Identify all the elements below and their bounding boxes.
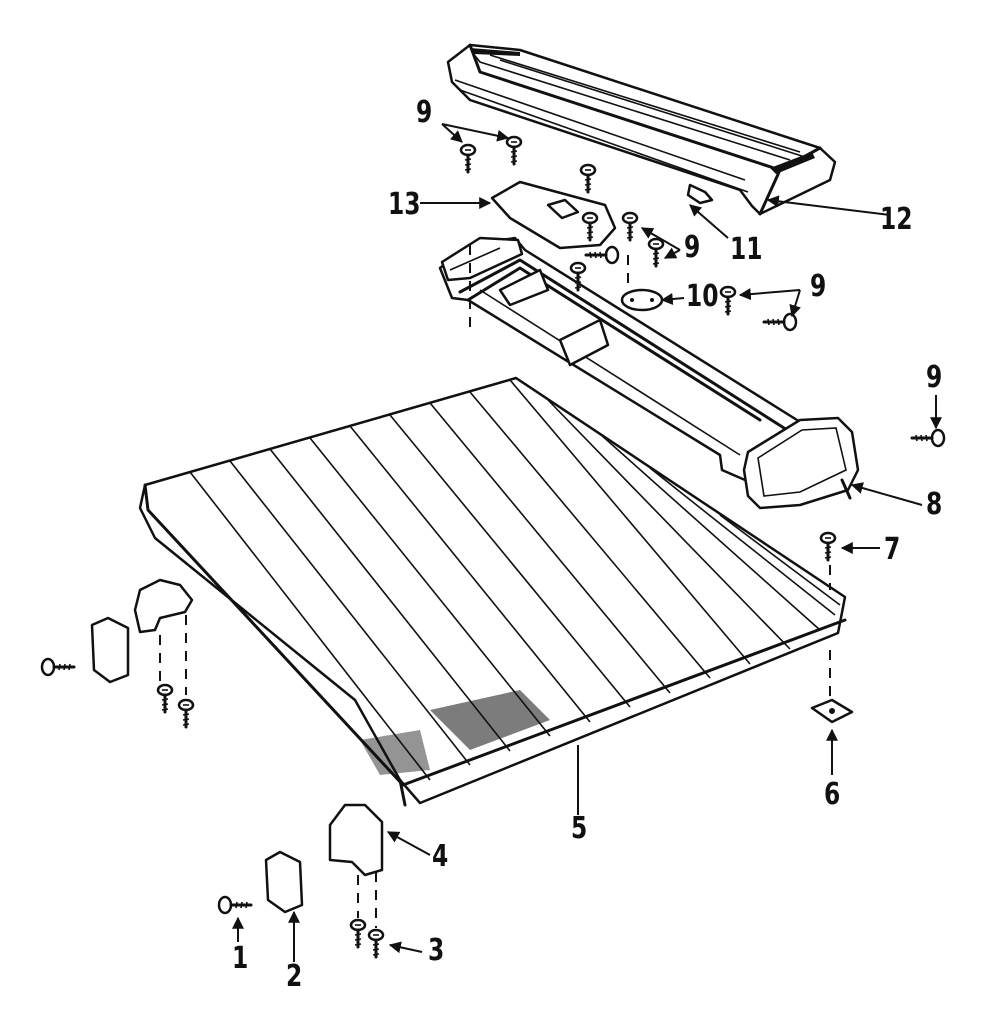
channel-assembly [438,236,812,482]
callout-9-right: 9 [810,269,827,304]
part-6-nut-plate [810,650,854,724]
part-11-clip [686,183,714,205]
left-bracket-upper [40,578,195,729]
callout-10: 10 [686,279,719,314]
leader-lines [232,123,942,962]
callout-8: 8 [926,487,943,522]
callout-11: 11 [730,232,763,267]
callout-13: 13 [388,187,421,222]
part-12-cover [446,43,837,216]
part-7-screw [819,531,837,590]
callout-9-mid: 9 [684,230,701,265]
part-9-screws [459,135,946,448]
callout-4: 4 [432,839,449,874]
part-5-table-top [138,376,847,807]
callout-7: 7 [884,532,901,567]
part-13-plate [490,180,617,250]
callout-9-far-right: 9 [926,360,943,395]
callout-3: 3 [428,933,445,968]
callout-2: 2 [286,959,303,994]
callout-5: 5 [571,811,588,846]
callout-12: 12 [880,202,913,237]
callout-9-top-left: 9 [416,95,433,130]
callout-1: 1 [232,941,249,976]
part-8-end-cap [742,416,860,510]
lower-bracket-assembly [217,803,385,959]
part-10-plate [620,288,664,312]
callout-6: 6 [824,777,841,812]
